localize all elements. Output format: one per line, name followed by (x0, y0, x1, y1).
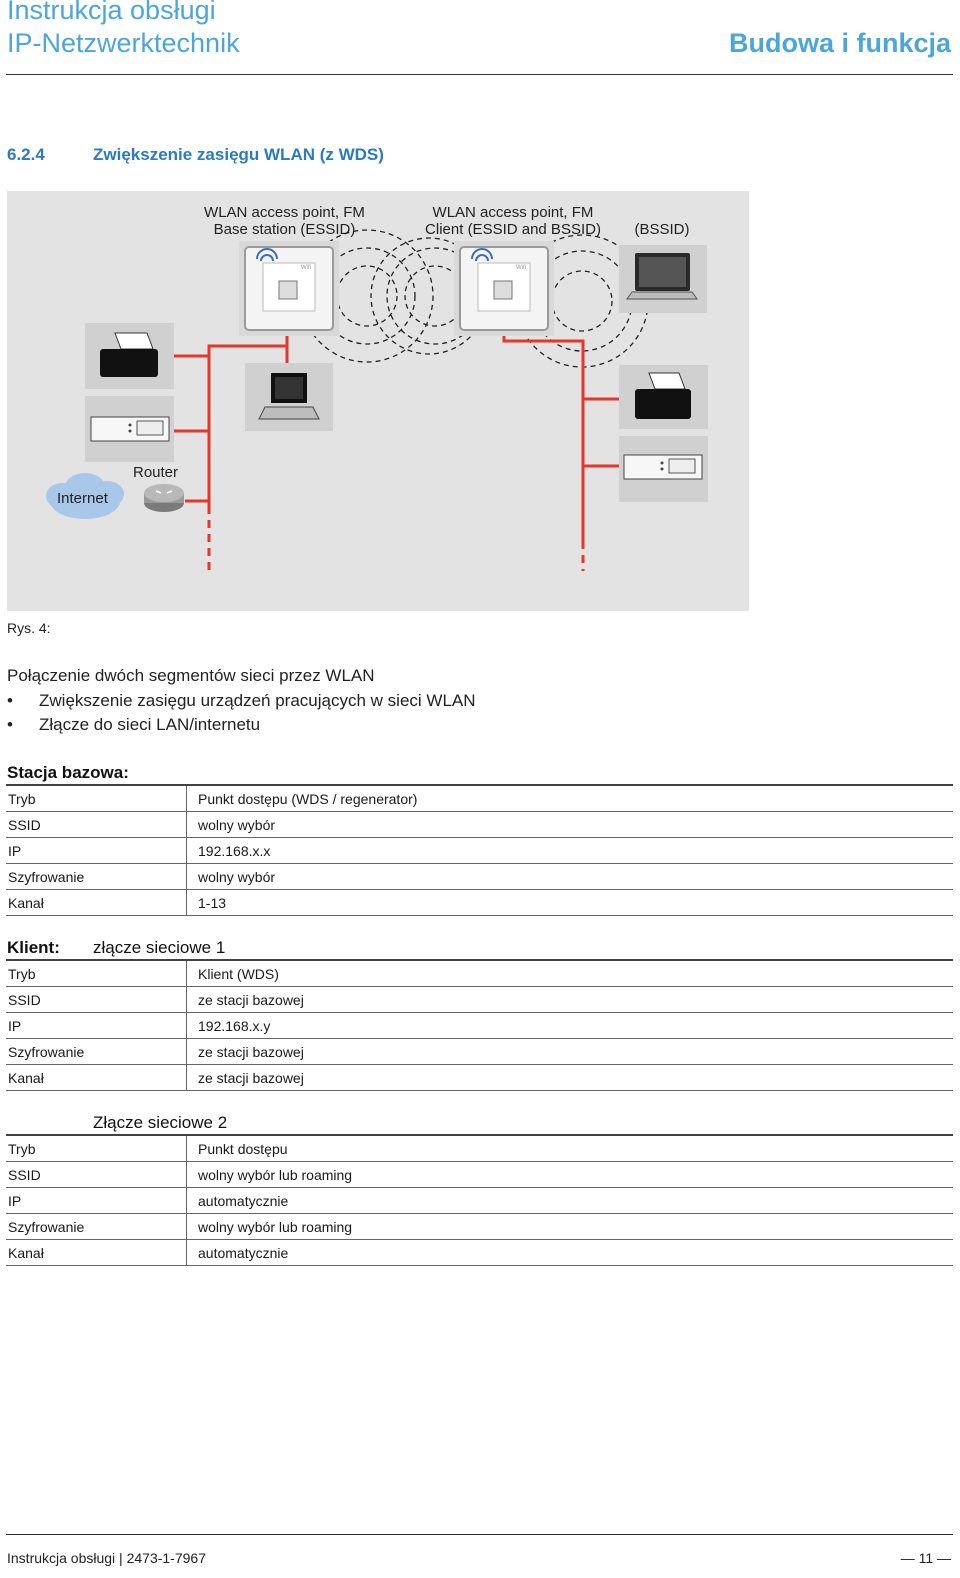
base-station-heading-text: Stacja bazowa: (7, 763, 129, 782)
interface2-subheading: Złącze sieciowe 2 (93, 1113, 228, 1132)
row-key: Kanał (8, 1245, 44, 1261)
table-row: IP 192.168.x.y (6, 1013, 953, 1039)
intro-line: Połączenie dwóch segmentów sieci przez W… (7, 666, 375, 685)
row-value: automatycznie (198, 1245, 289, 1261)
row-value: Klient (WDS) (198, 966, 279, 982)
row-key: Tryb (8, 791, 36, 807)
section-title: Zwiększenie zasięgu WLAN (z WDS) (93, 145, 384, 164)
table-row: Tryb Punkt dostępu (6, 1136, 953, 1162)
interface2-table: Tryb Punkt dostępu SSID wolny wybór lub ro… (6, 1136, 953, 1266)
row-value: Punkt dostępu (WDS / regenerator) (198, 791, 418, 807)
lan-cables-extension (207, 506, 585, 571)
row-value: 192.168.x.x (198, 843, 271, 859)
table-row: Szyfrowanie wolny wybór lub roaming (6, 1214, 953, 1240)
nas-device-icon (619, 436, 708, 502)
nas-device-icon (85, 396, 174, 462)
base-station-table: Tryb Punkt dostępu (WDS / regenerator) SS… (6, 786, 953, 916)
intro-text: Połączenie dwóch segmentów sieci przez W… (7, 664, 476, 738)
cloud-icon (46, 473, 124, 519)
list-item: •Złącze do sieci LAN/internetu (7, 715, 261, 734)
base-station-socket-icon: Wifi (239, 241, 339, 336)
document-subtitle: IP-Netzwerktechnik (7, 28, 240, 58)
svg-text:Wifi: Wifi (301, 265, 311, 271)
desktop-computer-icon (245, 363, 333, 431)
table-row: IP automatycznie (6, 1188, 953, 1214)
table-row: IP 192.168.x.x (6, 838, 953, 864)
row-value: wolny wybór lub roaming (198, 1167, 353, 1183)
router-icon (144, 484, 184, 512)
client-heading-text: Klient: (7, 938, 60, 957)
list-item: •Zwiększenie zasięgu urządzeń pracującyc… (7, 690, 476, 710)
row-value: automatycznie (198, 1193, 289, 1209)
base-station-heading: Stacja bazowa: (7, 763, 129, 783)
base-station-label-line2: Base station (ESSID) (213, 221, 356, 238)
svg-text:Wifi: Wifi (516, 265, 526, 271)
table-row: Szyfrowanie ze stacji bazowej (6, 1039, 953, 1065)
row-key: Tryb (8, 966, 36, 982)
row-value: Punkt dostępu (198, 1141, 288, 1157)
header-rule (6, 74, 953, 75)
row-key: SSID (8, 817, 41, 833)
laptop-icon (619, 245, 707, 313)
internet-label: Internet (57, 490, 108, 507)
client-socket-icon: Wifi (454, 241, 554, 336)
row-key: Szyfrowanie (8, 1044, 85, 1060)
document-title: Instrukcja obsługi (7, 0, 216, 25)
client-label-line2: Client (ESSID and BSSID) (425, 221, 601, 238)
footer-rule (6, 1534, 953, 1535)
chapter-title: Budowa i funkcja (728, 28, 951, 58)
lan-cables (174, 301, 619, 541)
row-key: Szyfrowanie (8, 1219, 85, 1235)
row-key: IP (8, 1018, 22, 1034)
table-row: SSID wolny wybór lub roaming (6, 1162, 953, 1188)
printer-icon (619, 365, 708, 429)
router-label: Router (133, 464, 179, 481)
row-key: Kanał (8, 895, 44, 911)
row-value: ze stacji bazowej (198, 1044, 304, 1060)
row-key: SSID (8, 1167, 41, 1183)
table-row: Kanał 1-13 (6, 890, 953, 916)
row-value: 192.168.x.y (198, 1018, 271, 1034)
row-value: wolny wybór (198, 869, 276, 885)
table-rule (6, 959, 953, 961)
client-label-line1: WLAN access point, FM (432, 204, 594, 221)
page-number: — 11 — (900, 1550, 951, 1566)
table-row: Kanał automatycznie (6, 1240, 953, 1266)
row-value: wolny wybór lub roaming (198, 1219, 353, 1235)
base-station-label-line1: WLAN access point, FM (204, 204, 365, 221)
table-row: Szyfrowanie wolny wybór (6, 864, 953, 890)
bullet-text: Złącze do sieci LAN/internetu (39, 715, 261, 734)
client-heading: Klient: (7, 938, 60, 958)
bssid-label: (BSSID) (634, 221, 690, 238)
row-value: wolny wybór (198, 817, 276, 833)
client-table: Tryb Klient (WDS) SSID ze stacji bazowej I… (6, 961, 953, 1091)
row-value: ze stacji bazowej (198, 992, 304, 1008)
row-key: IP (8, 1193, 22, 1209)
row-value: 1-13 (198, 895, 227, 911)
table-row: Kanał ze stacji bazowej (6, 1065, 953, 1091)
section-number: 6.2.4 (7, 145, 45, 164)
client-label: WLAN access point, FM Client (ESSID and … (413, 204, 613, 238)
footer-document-id: Instrukcja obsługi | 2473-1-7967 (7, 1550, 206, 1566)
table-row: Tryb Punkt dostępu (WDS / regenerator) (6, 786, 953, 812)
row-key: SSID (8, 992, 41, 1008)
network-diagram: WLAN access point, FM Base station (ESSI… (7, 191, 749, 611)
row-key: Kanał (8, 1070, 44, 1086)
diagram-graphics: Wifi Wifi (46, 229, 708, 571)
table-rule (6, 784, 953, 786)
row-key: Szyfrowanie (8, 869, 85, 885)
table-rule (6, 1134, 953, 1136)
table-row: SSID ze stacji bazowej (6, 987, 953, 1013)
figure-caption: Rys. 4: (7, 620, 51, 636)
client-subheading: złącze sieciowe 1 (93, 938, 226, 957)
printer-icon (85, 323, 174, 389)
table-row: Tryb Klient (WDS) (6, 961, 953, 987)
base-station-label: WLAN access point, FM Base station (ESSI… (192, 204, 377, 238)
row-key: Tryb (8, 1141, 36, 1157)
row-value: ze stacji bazowej (198, 1070, 304, 1086)
table-row: SSID wolny wybór (6, 812, 953, 838)
bullet-text: Zwiększenie zasięgu urządzeń pracujących… (39, 690, 476, 710)
row-key: IP (8, 843, 22, 859)
